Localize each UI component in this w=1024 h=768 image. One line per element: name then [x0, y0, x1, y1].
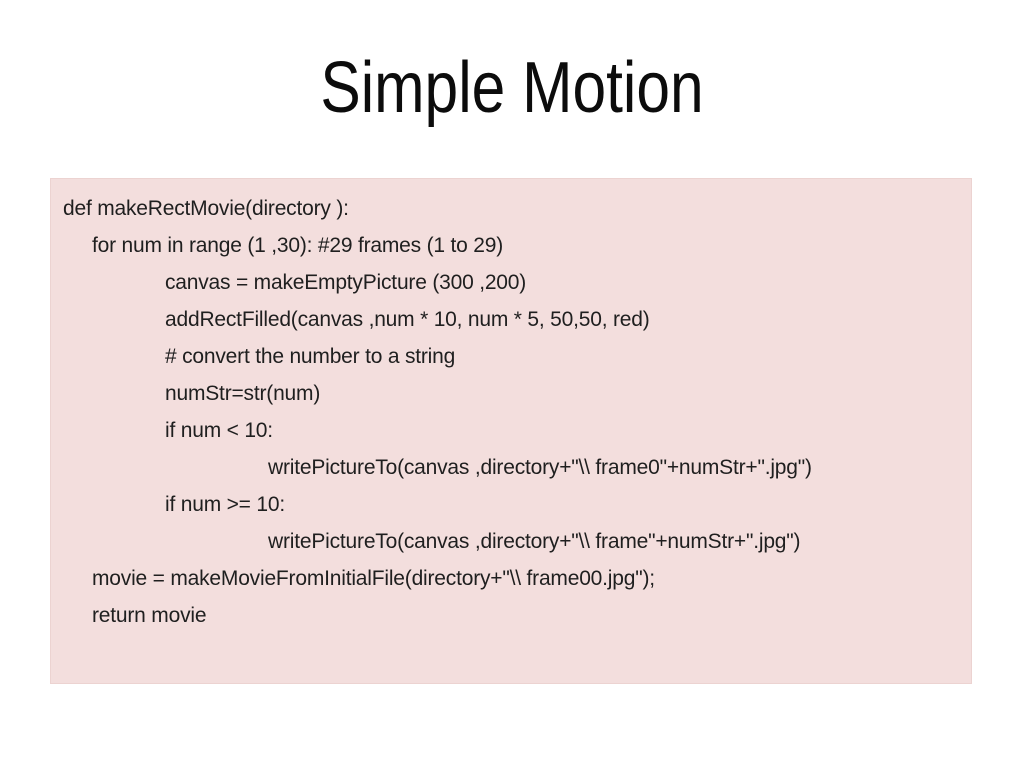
code-line: return movie [92, 604, 207, 627]
code-line: if num < 10: [165, 419, 273, 442]
code-line: movie = makeMovieFromInitialFile(directo… [92, 567, 655, 590]
code-line: writePictureTo(canvas ,directory+"\\ fra… [268, 530, 801, 553]
code-panel: def makeRectMovie(directory ): for num in… [50, 178, 972, 684]
code-line: # convert the number to a string [165, 345, 456, 368]
code-line: for num in range (1 ,30): #29 frames (1 … [92, 234, 504, 257]
code-line: def makeRectMovie(directory ): [63, 197, 349, 220]
code-line: writePictureTo(canvas ,directory+"\\ fra… [268, 456, 812, 479]
slide-title: Simple Motion [320, 48, 704, 128]
code-line: if num >= 10: [165, 493, 285, 516]
code-line: numStr=str(num) [165, 382, 321, 405]
code-line: canvas = makeEmptyPicture (300 ,200) [165, 271, 527, 294]
code-line: addRectFilled(canvas ,num * 10, num * 5,… [165, 308, 650, 331]
